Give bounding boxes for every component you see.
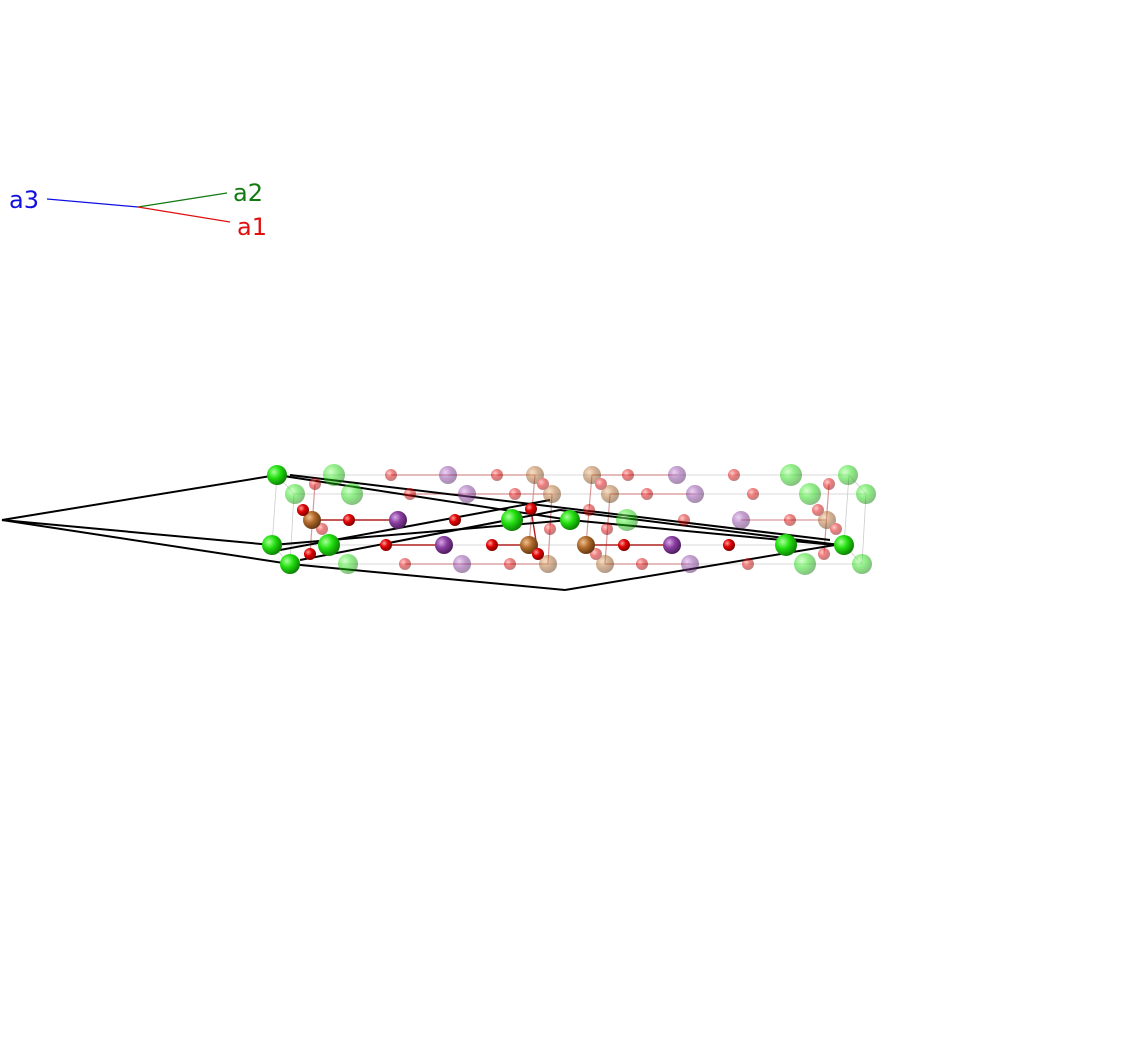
atom-cu: [543, 485, 561, 503]
atom-mn: [435, 536, 453, 554]
atom-mn: [458, 485, 476, 503]
atom-o: [316, 523, 328, 535]
atom-o: [525, 503, 537, 515]
atom-ca: [616, 509, 638, 531]
atom-o: [404, 488, 416, 500]
atom-cu: [596, 555, 614, 573]
atom-ca: [560, 510, 580, 530]
atom-o: [678, 514, 690, 526]
atom-ca: [799, 483, 821, 505]
atom-cu: [539, 555, 557, 573]
axis-a3-label: a3: [9, 186, 39, 214]
atom-ca: [262, 535, 282, 555]
atom-ca: [318, 534, 340, 556]
atom-o: [486, 539, 498, 551]
atom-ca: [775, 534, 797, 556]
atom-ca: [852, 554, 872, 574]
atom-o: [343, 514, 355, 526]
atom-ca: [856, 484, 876, 504]
atom-ca: [780, 464, 802, 486]
atom-o: [601, 523, 613, 535]
atom-o: [304, 548, 316, 560]
atom-ca: [280, 554, 300, 574]
atom-o: [823, 478, 835, 490]
atom-mn: [439, 466, 457, 484]
atom-o: [309, 478, 321, 490]
atoms-faint: [285, 464, 876, 575]
atom-o: [590, 548, 602, 560]
atom-mn: [668, 466, 686, 484]
atom-ca: [794, 553, 816, 575]
atoms-solid: [262, 465, 854, 574]
atom-o: [537, 478, 549, 490]
atom-cu: [601, 485, 619, 503]
atom-o: [509, 488, 521, 500]
atom-o: [812, 504, 824, 516]
atom-mn: [686, 485, 704, 503]
atom-ca: [285, 484, 305, 504]
atom-o: [728, 469, 740, 481]
atom-o: [818, 548, 830, 560]
atom-ca: [267, 465, 287, 485]
atom-mn: [663, 536, 681, 554]
atom-cu: [520, 536, 538, 554]
atom-ca: [323, 464, 345, 486]
atom-ca: [501, 509, 523, 531]
atom-ca: [834, 535, 854, 555]
atom-cu: [577, 536, 595, 554]
atom-o: [449, 514, 461, 526]
axis-a2-label: a2: [233, 179, 263, 207]
atom-o: [747, 488, 759, 500]
atom-cu: [303, 511, 321, 529]
axis-a1-line: [137, 206, 231, 223]
atom-mn: [681, 555, 699, 573]
atom-o: [504, 558, 516, 570]
atom-cu: [818, 511, 836, 529]
atom-mn: [389, 511, 407, 529]
atom-o: [297, 504, 309, 516]
atom-o: [380, 539, 392, 551]
atom-o: [385, 469, 397, 481]
atom-o: [723, 539, 735, 551]
atom-mn: [732, 511, 750, 529]
atom-o: [583, 504, 595, 516]
atom-o: [618, 539, 630, 551]
atom-ca: [341, 483, 363, 505]
atom-o: [544, 523, 556, 535]
atom-o: [636, 558, 648, 570]
atom-o: [595, 478, 607, 490]
atom-o: [491, 469, 503, 481]
atom-o: [784, 514, 796, 526]
atom-o: [622, 469, 634, 481]
atom-mn: [453, 555, 471, 573]
unit-cell-edges: [1, 474, 841, 591]
atom-o: [532, 548, 544, 560]
axis-a2-line: [137, 192, 228, 208]
axis-a3-line: [46, 198, 139, 208]
atom-o: [399, 558, 411, 570]
atom-ca: [338, 554, 358, 574]
atom-o: [641, 488, 653, 500]
atom-o: [742, 558, 754, 570]
axis-triad: a3 a2 a1: [9, 179, 267, 241]
atom-ca: [838, 465, 858, 485]
axis-a1-label: a1: [237, 213, 267, 241]
atom-cu: [583, 466, 601, 484]
atom-o: [830, 523, 842, 535]
